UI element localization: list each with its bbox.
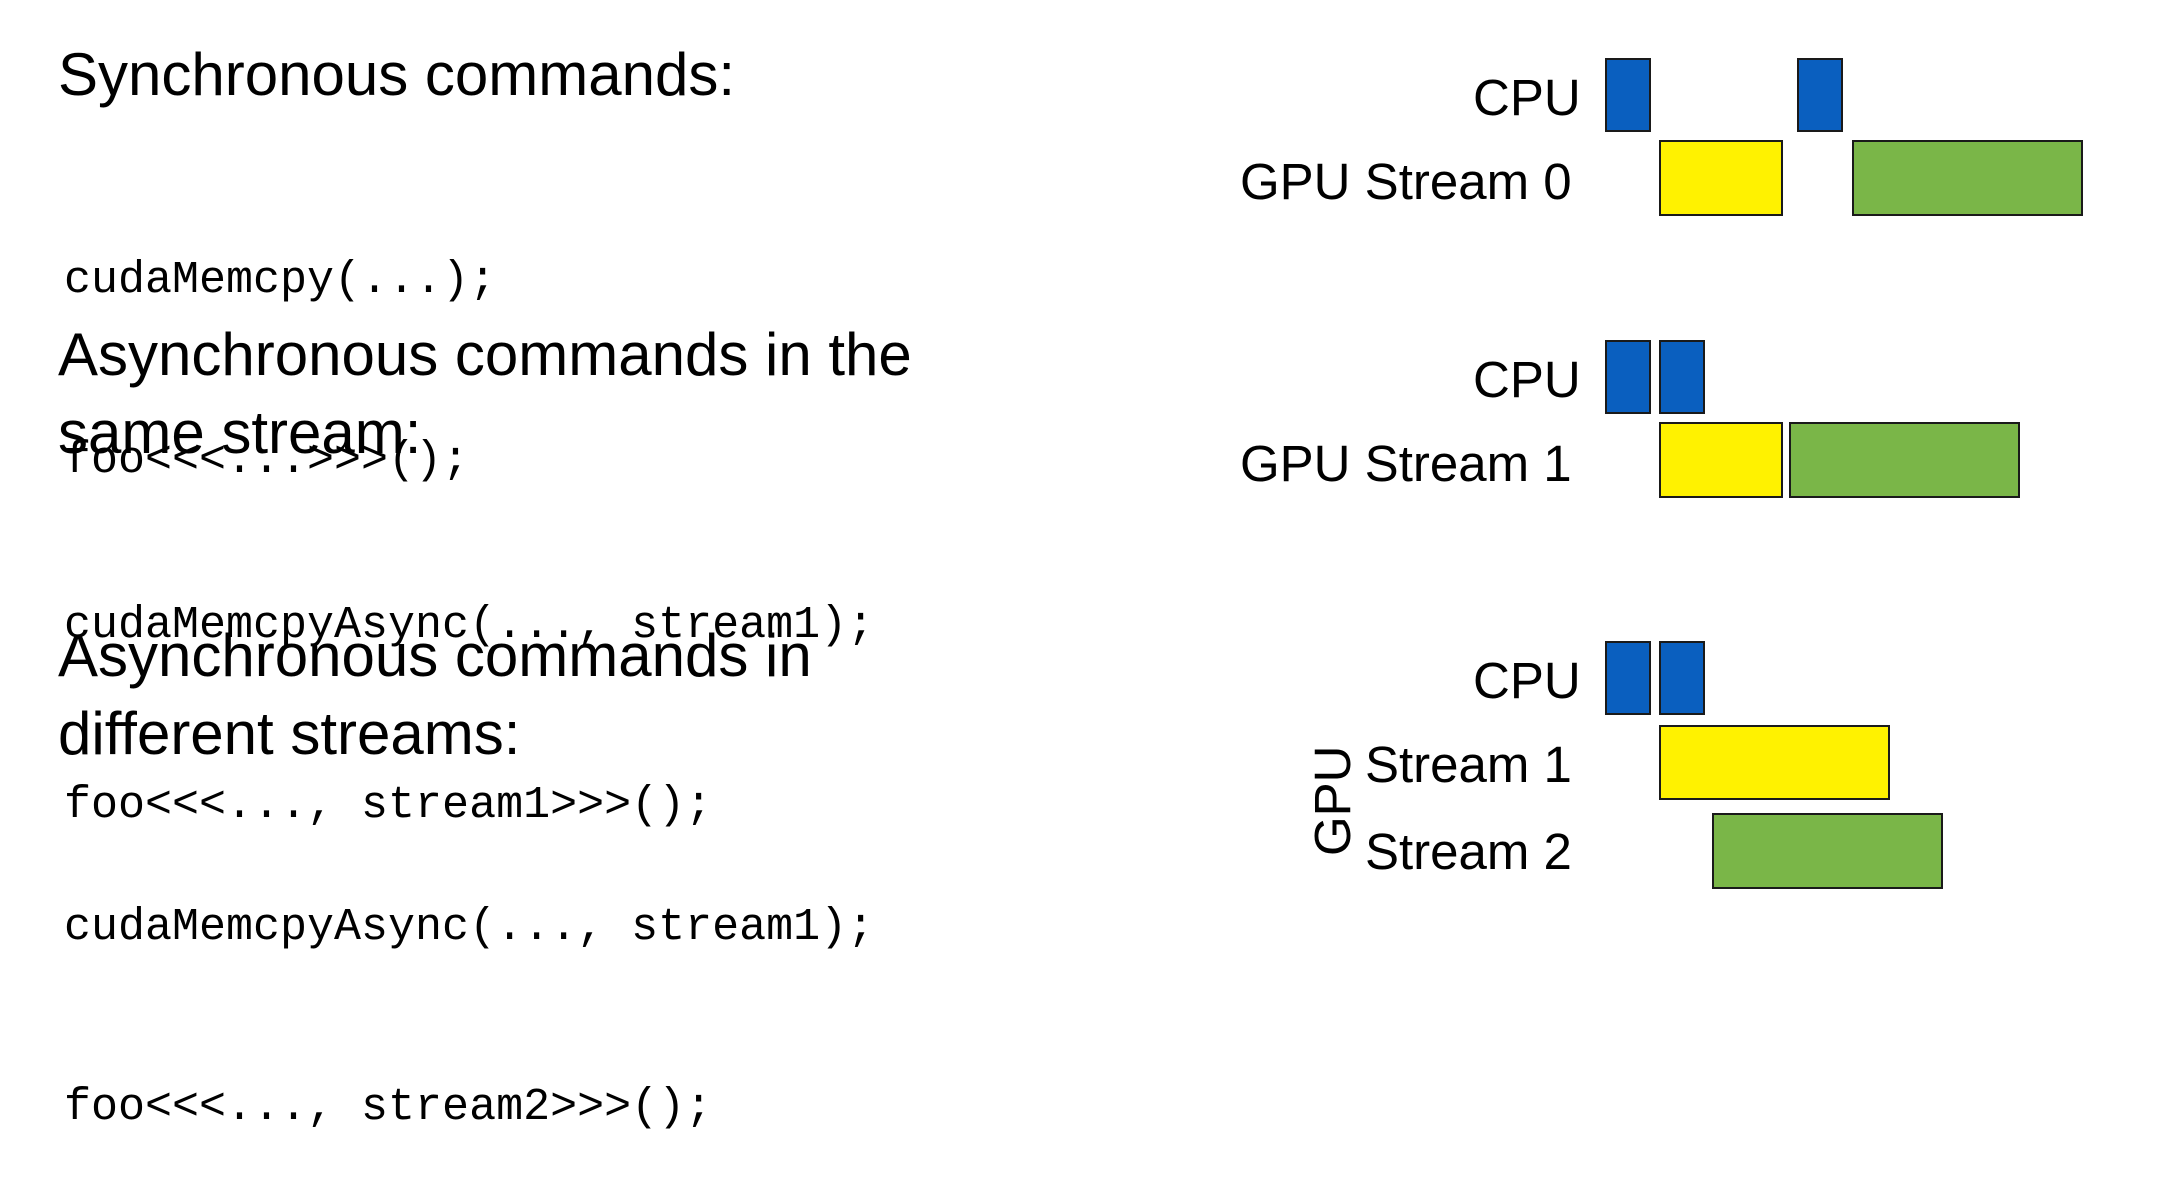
sync-heading: Synchronous commands: xyxy=(58,41,735,108)
heading-line: same stream: xyxy=(58,399,422,466)
diff-streams-kernel-block xyxy=(1712,813,1943,889)
diff-streams-memcpy-block xyxy=(1659,725,1890,800)
code-line: foo<<<...>>>(); xyxy=(64,435,470,486)
code-line: cudaMemcpyAsync(..., stream1); xyxy=(64,902,875,953)
same-stream-cpu-block-1 xyxy=(1605,340,1651,414)
code-line: foo<<<..., stream1>>>(); xyxy=(64,780,713,831)
heading-line: different streams: xyxy=(58,700,521,767)
diff-streams-code-block: cudaMemcpyAsync(..., stream1); foo<<<...… xyxy=(64,778,874,1198)
heading-line: Asynchronous commands in xyxy=(58,622,812,689)
same-stream-kernel-block xyxy=(1789,422,2020,498)
code-line: cudaMemcpy(...); xyxy=(64,255,497,306)
sync-cpu-block-2 xyxy=(1797,58,1843,132)
diff-streams-cpu-block-1 xyxy=(1605,641,1651,715)
same-stream-heading: Asynchronous commands in the same stream… xyxy=(58,316,912,472)
same-stream-memcpy-block xyxy=(1659,422,1783,498)
sync-gpu-label: GPU Stream 0 xyxy=(1240,153,1572,210)
diff-streams-stream2-label: Stream 2 xyxy=(1365,823,1572,880)
diff-streams-cpu-label: CPU xyxy=(1473,652,1581,709)
code-line: foo<<<..., stream2>>>(); xyxy=(64,1082,713,1133)
same-stream-cpu-block-2 xyxy=(1659,340,1705,414)
sync-kernel-block xyxy=(1852,140,2083,216)
code-line: cudaMemcpyAsync(..., stream1); xyxy=(64,600,875,651)
same-stream-gpu-label: GPU Stream 1 xyxy=(1240,435,1572,492)
diff-streams-heading: Asynchronous commands in different strea… xyxy=(58,617,812,773)
diff-streams-cpu-block-2 xyxy=(1659,641,1705,715)
sync-cpu-label: CPU xyxy=(1473,69,1581,126)
heading-line: Asynchronous commands in the xyxy=(58,321,912,388)
sync-memcpy-block xyxy=(1659,140,1783,216)
sync-cpu-block-1 xyxy=(1605,58,1651,132)
same-stream-cpu-label: CPU xyxy=(1473,351,1581,408)
diff-streams-gpu-group-label: GPU xyxy=(1304,745,1361,856)
diff-streams-stream1-label: Stream 1 xyxy=(1365,736,1572,793)
same-stream-code-block: cudaMemcpyAsync(..., stream1); foo<<<...… xyxy=(64,476,874,896)
sync-code-block: cudaMemcpy(...); foo<<<...>>>(); xyxy=(64,131,496,551)
